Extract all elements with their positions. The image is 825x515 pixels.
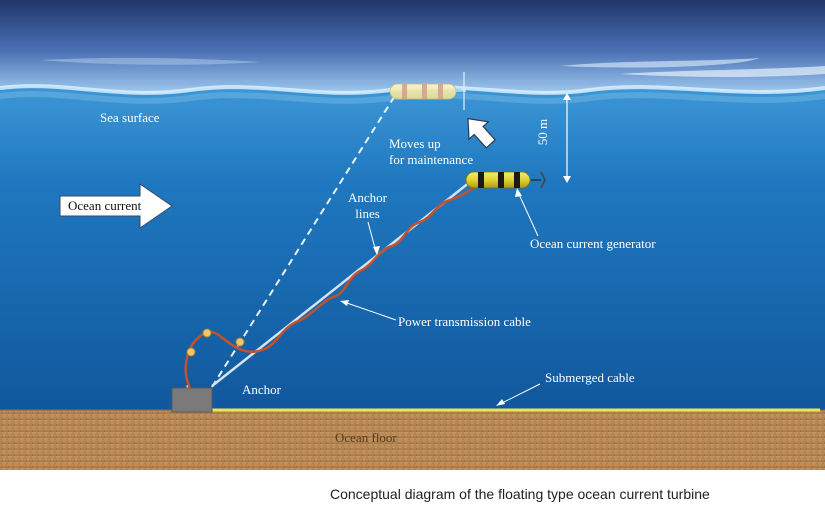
generator-label: Ocean current generator — [530, 236, 656, 251]
cable-float — [202, 328, 212, 338]
power-cable-label: Power transmission cable — [398, 314, 531, 329]
moves-up-label: Moves up for maintenance — [389, 136, 473, 168]
leader-submerged-cable-head — [496, 399, 505, 406]
ocean-floor — [0, 410, 825, 470]
anchor-lines-line1: Anchor — [348, 190, 387, 205]
depth-dimension — [563, 93, 571, 183]
ocean-turbine-diagram — [0, 0, 825, 470]
cable-float — [186, 347, 196, 357]
cloud — [560, 58, 760, 68]
leader-submerged-cable — [499, 383, 541, 405]
cable-float — [235, 337, 245, 347]
anchor-lines-label: Anchor lines — [348, 190, 387, 222]
ocean-current-generator — [465, 171, 546, 189]
sea-surface-glow — [0, 91, 825, 104]
submerged-cable-label: Submerged cable — [545, 370, 635, 385]
moves-up-arrow — [467, 117, 497, 149]
anchor-block — [171, 387, 213, 413]
leader-power-cable-head — [340, 300, 349, 306]
moves-up-line2: for maintenance — [389, 152, 474, 167]
cloud — [40, 57, 260, 65]
cloud — [620, 66, 825, 77]
power-transmission-cable — [184, 182, 481, 389]
leader-anchor-lines-head — [373, 246, 380, 255]
diagram-caption: Conceptual diagram of the floating type … — [330, 486, 710, 502]
dashed-maintenance-line — [211, 93, 397, 388]
sky — [0, 0, 825, 92]
moves-up-line1: Moves up — [389, 136, 441, 151]
surface-generator — [389, 72, 466, 110]
ocean-current-label: Ocean current — [64, 198, 146, 214]
sea — [0, 86, 825, 470]
depth-label: 50 m — [535, 118, 551, 146]
anchor-lines-line2: lines — [355, 206, 380, 221]
leader-generator — [517, 191, 539, 237]
anchor-label: Anchor — [242, 382, 281, 397]
leader-power-cable — [343, 301, 397, 321]
sea-surface-label: Sea surface — [100, 110, 160, 125]
leader-generator-head — [515, 188, 522, 197]
ocean-floor-label: Ocean floor — [335, 430, 397, 445]
